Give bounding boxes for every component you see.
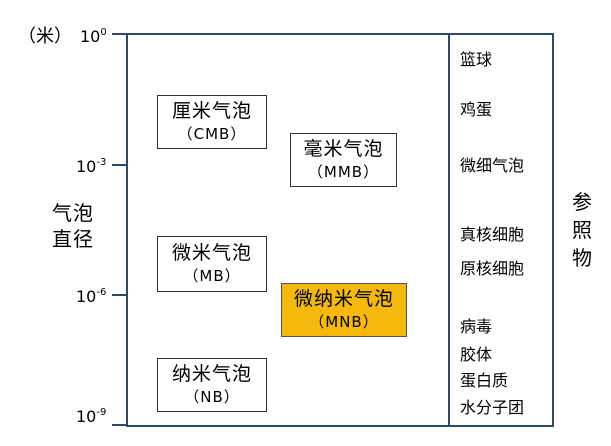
y-tick-label-1e0: 100 bbox=[80, 27, 107, 46]
category-abbr: （NB） bbox=[184, 388, 240, 406]
reference-item-colloid: 胶体 bbox=[460, 345, 493, 364]
category-box-mnb: 微纳米气泡 （MNB） bbox=[281, 283, 407, 337]
category-abbr: （MMB） bbox=[307, 163, 380, 181]
category-box-mmb: 毫米气泡 （MMB） bbox=[290, 133, 397, 187]
y-tick-label-1e-9: 10-9 bbox=[76, 407, 107, 426]
reference-item-water-cluster: 水分子团 bbox=[460, 398, 525, 417]
category-name: 纳米气泡 bbox=[171, 363, 252, 385]
diagram-frame bbox=[126, 33, 554, 427]
category-box-nb: 纳米气泡 （NB） bbox=[157, 358, 267, 412]
category-box-cmb: 厘米气泡 （CMB） bbox=[157, 95, 267, 149]
reference-divider bbox=[448, 33, 450, 427]
reference-item-protein: 蛋白质 bbox=[460, 371, 509, 390]
y-axis-title-line2: 直径 bbox=[52, 227, 94, 251]
y-axis-title: 气泡 直径 bbox=[50, 200, 96, 252]
category-abbr: （MB） bbox=[183, 267, 241, 285]
y-tick-label-1e-6: 10-6 bbox=[76, 287, 107, 306]
reference-title-char: 参 bbox=[572, 190, 592, 214]
reference-item-egg: 鸡蛋 bbox=[460, 100, 493, 119]
category-name: 微米气泡 bbox=[171, 242, 252, 264]
category-name: 厘米气泡 bbox=[171, 100, 252, 122]
reference-item-virus: 病毒 bbox=[460, 317, 493, 336]
reference-title-char: 照 bbox=[572, 218, 592, 242]
category-abbr: （CMB） bbox=[177, 125, 247, 143]
y-axis-unit: （米） bbox=[18, 26, 72, 47]
reference-item-basketball: 篮球 bbox=[460, 50, 493, 69]
y-axis-title-line1: 气泡 bbox=[52, 201, 94, 225]
y-tick-1e-6 bbox=[112, 294, 126, 296]
y-tick-1e0 bbox=[112, 33, 126, 35]
y-tick-1e-9 bbox=[112, 424, 126, 426]
reference-item-fine-bubble: 微细气泡 bbox=[460, 156, 525, 175]
category-box-mb: 微米气泡 （MB） bbox=[157, 236, 267, 292]
y-tick-1e-3 bbox=[112, 164, 126, 166]
reference-item-eukaryotic-cell: 真核细胞 bbox=[460, 225, 525, 244]
reference-item-prokaryotic-cell: 原核细胞 bbox=[460, 259, 525, 278]
reference-title: 参 照 物 bbox=[570, 188, 594, 272]
reference-title-char: 物 bbox=[572, 246, 592, 270]
category-name: 微纳米气泡 bbox=[293, 288, 394, 310]
y-tick-label-1e-3: 10-3 bbox=[76, 157, 107, 176]
category-name: 毫米气泡 bbox=[303, 138, 384, 160]
category-abbr: （MNB） bbox=[309, 313, 379, 331]
